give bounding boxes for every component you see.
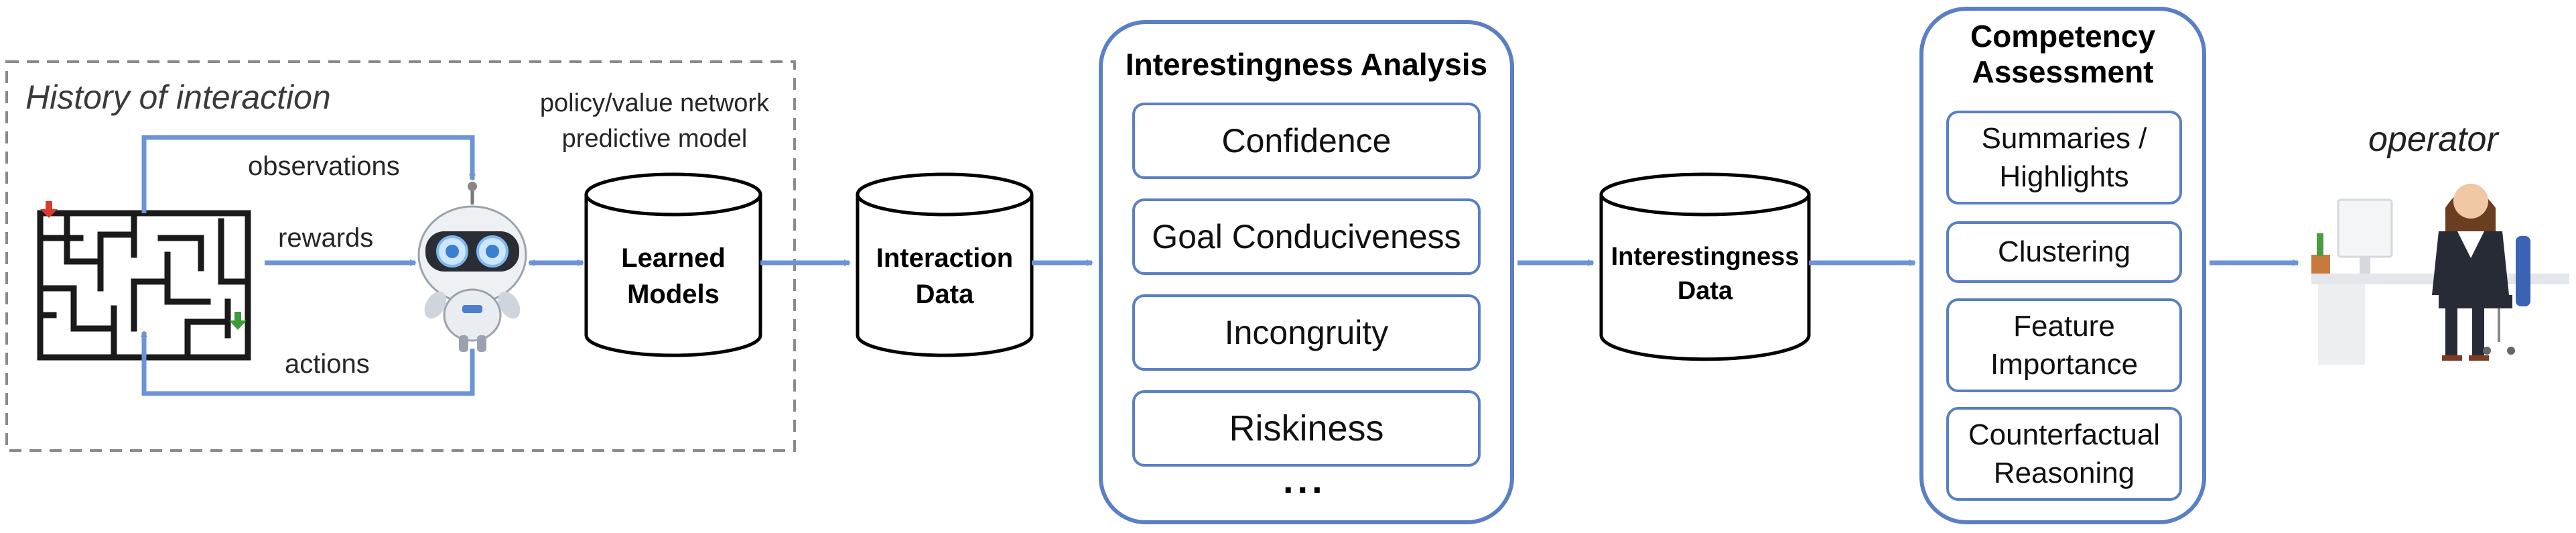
summaries-line1: Summaries /: [1981, 121, 2147, 155]
history-title: History of interaction: [25, 78, 331, 116]
operator-at-desk-icon: [2311, 184, 2569, 365]
interaction-data-label: Interaction Data: [858, 240, 1032, 312]
interaction-data-cylinder: [856, 172, 1034, 357]
model-note-line1: policy/value network: [539, 89, 770, 117]
analysis-title: Interestingness Analysis: [1125, 47, 1488, 82]
analysis-item-riskiness: Riskiness: [1132, 390, 1481, 467]
competency-item-clustering: Clustering: [1946, 221, 2182, 283]
learned-models-line2: Models: [627, 280, 720, 309]
competency-title-line2: Assessment: [1972, 54, 2154, 89]
competency-title: Competency Assessment: [1919, 19, 2206, 90]
competency-title-line1: Competency: [1970, 19, 2156, 54]
summaries-line2: Highlights: [1999, 160, 2129, 193]
analysis-item-incongruity: Incongruity: [1132, 294, 1481, 371]
history-dashed-box: [5, 60, 796, 452]
interestingness-data-label: Interestingness Data: [1601, 240, 1809, 309]
interaction-data-line2: Data: [915, 280, 974, 309]
learned-models-line1: Learned: [621, 243, 726, 273]
counterfactual-line1: Counterfactual: [1968, 418, 2161, 451]
interestingness-data-cylinder: [1599, 172, 1811, 361]
interestingness-data-line1: Interestingness: [1611, 243, 1800, 271]
counterfactual-line2: Reasoning: [1993, 457, 2135, 489]
competency-item-feature-importance: Feature Importance: [1946, 298, 2182, 392]
rewards-label: rewards: [278, 223, 374, 253]
competency-item-counterfactual: Counterfactual Reasoning: [1946, 407, 2182, 501]
model-note-line2: predictive model: [561, 125, 748, 153]
observations-arrow: [141, 135, 476, 213]
actions-label: actions: [285, 349, 370, 379]
feature-line2: Importance: [1990, 348, 2139, 381]
maze-start-marker: [40, 201, 58, 218]
operator-label: operator: [2368, 120, 2498, 159]
interaction-data-line1: Interaction: [876, 243, 1014, 273]
learned-models-label: Learned Models: [586, 240, 760, 312]
observations-label: observations: [248, 152, 400, 181]
feature-line1: Feature: [2013, 309, 2115, 343]
learned-models-cylinder: [584, 172, 762, 357]
analysis-item-confidence: Confidence: [1132, 103, 1481, 179]
interestingness-data-line2: Data: [1677, 277, 1733, 306]
actions-arrow: [141, 331, 475, 396]
analysis-ellipsis: ...: [1283, 459, 1327, 501]
competency-item-summaries: Summaries / Highlights: [1946, 111, 2182, 204]
analysis-item-goal-conduciveness: Goal Conduciveness: [1132, 198, 1481, 275]
maze-goal-marker: [229, 312, 247, 330]
robot-icon: [417, 182, 527, 352]
